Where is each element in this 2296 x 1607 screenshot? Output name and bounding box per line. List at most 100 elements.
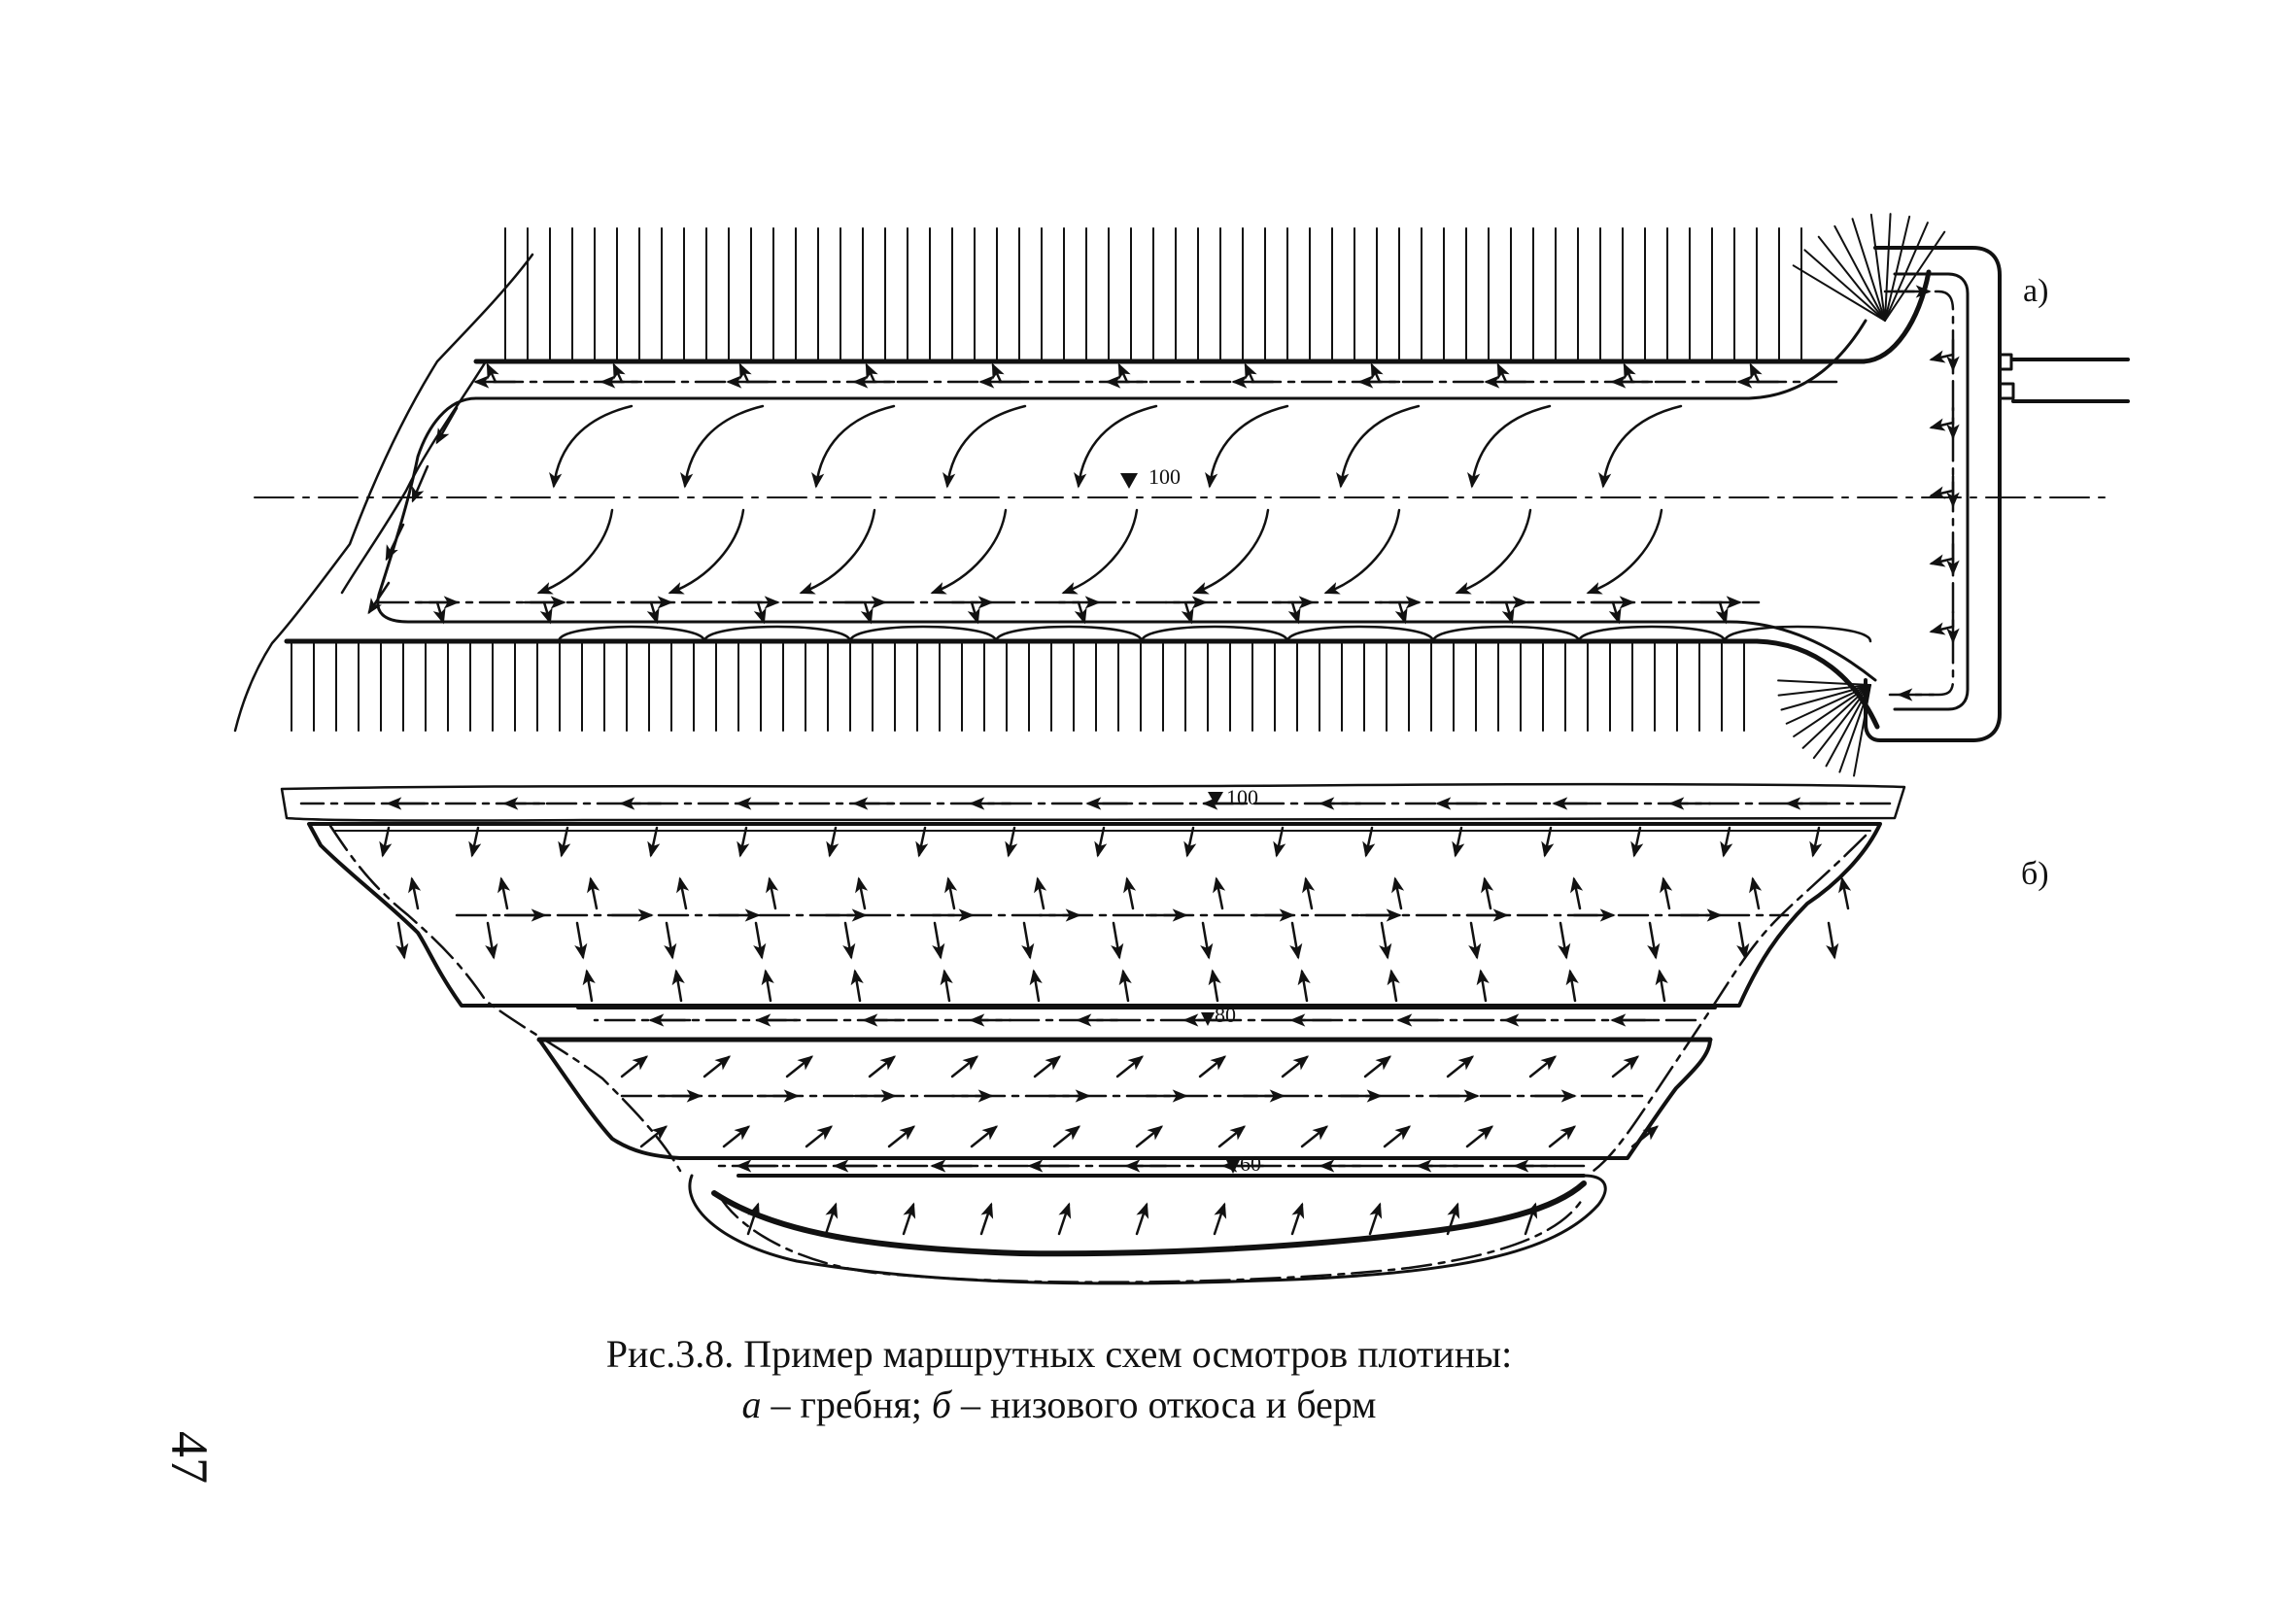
check-arrow xyxy=(1736,921,1750,960)
crest-arc-lower xyxy=(1192,508,1270,595)
check-arrow xyxy=(785,1055,814,1078)
check-arrow xyxy=(1213,876,1226,910)
check-arrow xyxy=(1244,362,1257,384)
check-arrow xyxy=(826,826,840,858)
check-arrow xyxy=(1118,969,1132,1003)
caption-b-text: – низового откоса и берм xyxy=(951,1383,1377,1426)
b-crest-elevation-label: 100 xyxy=(1226,785,1258,809)
check-arrow xyxy=(766,876,779,910)
check-arrow xyxy=(1379,921,1392,960)
crest-arc-lower xyxy=(668,508,745,595)
check-arrow xyxy=(1452,826,1465,858)
crest-arc-upper xyxy=(680,404,765,489)
check-arrow xyxy=(1300,1125,1329,1148)
fan-line xyxy=(1884,215,1911,322)
check-arrow xyxy=(753,921,767,960)
check-arrow xyxy=(1660,876,1673,910)
check-arrow xyxy=(1094,826,1108,858)
crest-arc-lower xyxy=(799,508,876,595)
figure-caption: Рис.3.8. Пример маршрутных схем осмотров… xyxy=(544,1329,1574,1430)
check-arrow xyxy=(1565,969,1579,1003)
check-arrow xyxy=(1501,600,1515,625)
check-arrow xyxy=(887,1125,916,1148)
caption-line-1: Рис.3.8. Пример маршрутных схем осмотров… xyxy=(605,1332,1513,1376)
check-arrow xyxy=(1826,921,1839,960)
crest-arc-upper xyxy=(1336,404,1421,489)
check-arrow xyxy=(1057,1202,1072,1236)
crest-road-band xyxy=(280,782,1906,822)
route-arrow xyxy=(435,406,459,445)
check-arrow xyxy=(1446,1202,1460,1236)
check-arrow xyxy=(1929,622,1955,635)
check-arrow xyxy=(1541,826,1555,858)
check-arrow xyxy=(587,876,600,910)
crest-arc-upper xyxy=(1205,404,1289,489)
b-crest-triangle xyxy=(1208,792,1223,805)
caption-a-text: – гребня; xyxy=(761,1383,932,1426)
panel-a-crest-plan: 100 а) xyxy=(233,213,2130,777)
check-arrow xyxy=(991,362,1005,384)
check-arrow xyxy=(940,969,953,1003)
check-arrow xyxy=(824,1202,839,1236)
toe-route xyxy=(717,1193,1586,1283)
check-arrow xyxy=(850,969,864,1003)
check-arrow xyxy=(1198,1055,1227,1078)
crest-arc-upper xyxy=(1467,404,1552,489)
check-arrow xyxy=(944,876,958,910)
check-arrow xyxy=(738,362,752,384)
berm-80-elevation-label: 80 xyxy=(1215,1003,1236,1027)
check-arrow xyxy=(574,921,588,960)
check-arrow xyxy=(1383,1125,1412,1148)
check-arrow xyxy=(539,600,553,625)
panel-a-label: а) xyxy=(2023,273,2048,309)
check-arrow xyxy=(1117,362,1131,384)
check-arrow xyxy=(737,826,750,858)
crest-elevation-triangle xyxy=(1120,473,1138,489)
check-arrow xyxy=(558,826,571,858)
caption-b-letter: б xyxy=(931,1383,952,1426)
check-arrow xyxy=(612,362,626,384)
check-arrow xyxy=(432,600,446,625)
fan-line xyxy=(1785,684,1871,725)
check-arrow xyxy=(932,921,945,960)
check-arrow xyxy=(1289,921,1303,960)
check-arrow xyxy=(915,826,929,858)
check-arrow xyxy=(1111,921,1124,960)
check-arrow xyxy=(970,1125,999,1148)
check-arrow xyxy=(1074,600,1087,625)
slope-1-outline xyxy=(307,822,1882,1008)
check-arrow xyxy=(902,1202,916,1236)
check-arrow xyxy=(1052,1125,1081,1148)
check-arrow xyxy=(979,1202,994,1236)
panel-b-slope-plan: 100 80 60 б) xyxy=(280,782,2049,1285)
check-arrow xyxy=(753,600,767,625)
check-arrow xyxy=(1290,1202,1305,1236)
fan-line xyxy=(1803,249,1886,322)
check-arrow xyxy=(842,921,856,960)
check-arrow xyxy=(967,600,980,625)
fan-line xyxy=(1777,684,1871,697)
crest-arc-upper xyxy=(942,404,1027,489)
fan-line xyxy=(1777,679,1871,686)
check-arrow xyxy=(1368,1202,1383,1236)
check-arrow xyxy=(1630,826,1644,858)
check-arrow xyxy=(1302,876,1316,910)
check-arrow xyxy=(1213,1202,1227,1236)
berm-60-elevation-label: 60 xyxy=(1240,1151,1261,1176)
fan-line xyxy=(1884,230,1946,322)
downstream-hatching xyxy=(291,642,1745,732)
crest-elevation-label: 100 xyxy=(1148,464,1181,489)
fan-line xyxy=(1884,222,1929,322)
caption-line-2: а – гребня; б – низового откоса и берм xyxy=(544,1380,1574,1430)
check-arrow xyxy=(1123,876,1137,910)
check-arrow xyxy=(408,876,422,910)
left-bank-route-arrows xyxy=(367,406,459,615)
check-arrow xyxy=(1287,600,1301,625)
check-arrow xyxy=(1021,921,1035,960)
check-arrow xyxy=(1181,600,1194,625)
check-arrow xyxy=(639,1125,668,1148)
route-upper-arrows xyxy=(473,362,1780,389)
crest-arc-lower xyxy=(1061,508,1139,595)
check-arrow xyxy=(1481,876,1494,910)
right-loop-arrows xyxy=(1893,285,1960,701)
